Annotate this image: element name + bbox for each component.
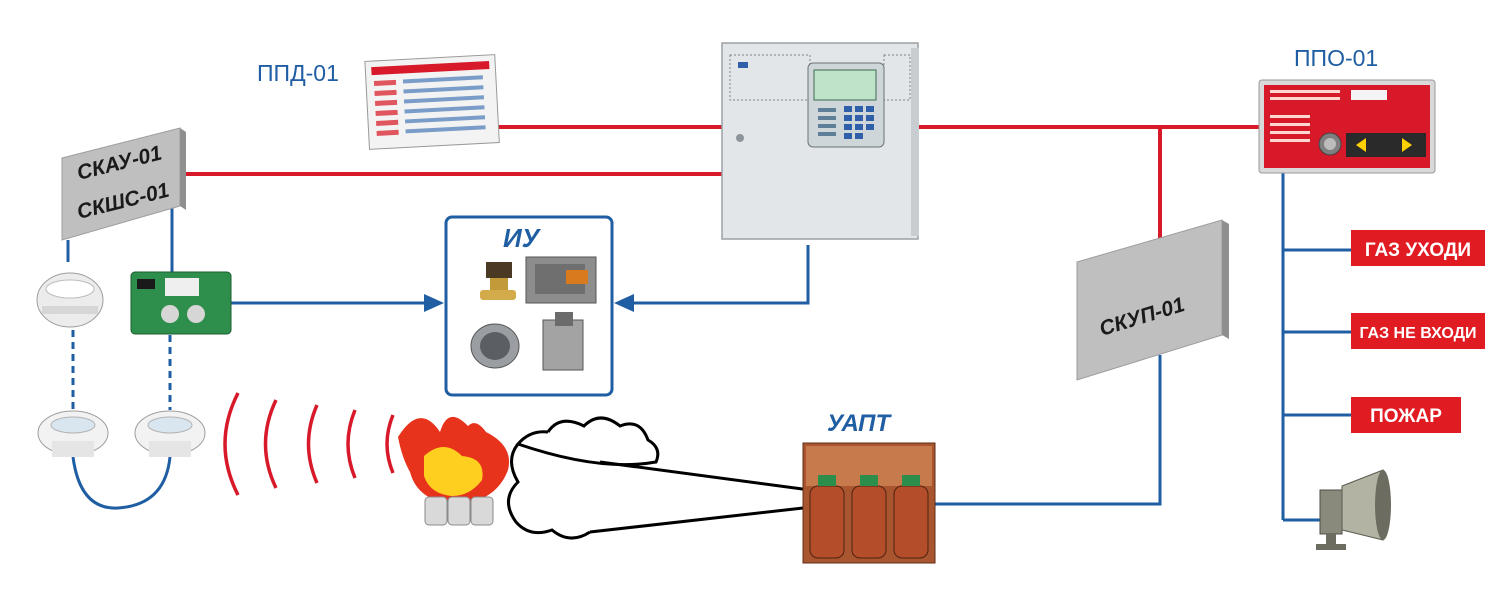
valve-icon [480, 262, 516, 300]
box-damper-icon [542, 312, 584, 371]
signal-fire: ПОЖАР [1351, 397, 1461, 433]
ppo-console-icon [1258, 79, 1436, 174]
signal-gas-no-enter: ГАЗ НЕ ВХОДИ [1351, 313, 1485, 349]
dashed-detector-links [71, 330, 172, 410]
smoke-cloud-icon [507, 416, 813, 540]
smoke-detector-icon [36, 272, 104, 328]
blue-connection-lines [66, 170, 1352, 522]
signal-fire-text: ПОЖАР [1370, 406, 1442, 427]
round-damper-icon [470, 323, 520, 369]
skup-block [1076, 219, 1229, 381]
iu-label: ИУ [503, 223, 542, 253]
signal-gas-leave-text: ГАЗ УХОДИ [1365, 240, 1471, 261]
ppo-label: ППО-01 [1294, 45, 1378, 71]
control-panel-icon [721, 42, 919, 240]
damper-icon [525, 256, 597, 304]
ppd-label: ППД-01 [257, 60, 339, 86]
module-board-icon [130, 271, 232, 335]
red-connection-lines [180, 125, 1262, 240]
wireless-detector-left-icon [37, 410, 109, 457]
siren-horn-icon [1316, 469, 1391, 550]
gas-cylinders-icon [802, 442, 936, 564]
signal-gas-leave: ГАЗ УХОДИ [1351, 230, 1485, 266]
wireless-detector-right-icon [134, 410, 206, 457]
fire-icon [398, 416, 510, 526]
signal-gas-no-enter-text: ГАЗ НЕ ВХОДИ [1359, 325, 1476, 342]
arrowheads [424, 294, 634, 312]
ppd-display-panel-icon [364, 54, 500, 150]
radio-waves-icon [223, 392, 395, 496]
uapt-label: УАПТ [827, 410, 892, 437]
skau-skshs-block [61, 127, 186, 241]
